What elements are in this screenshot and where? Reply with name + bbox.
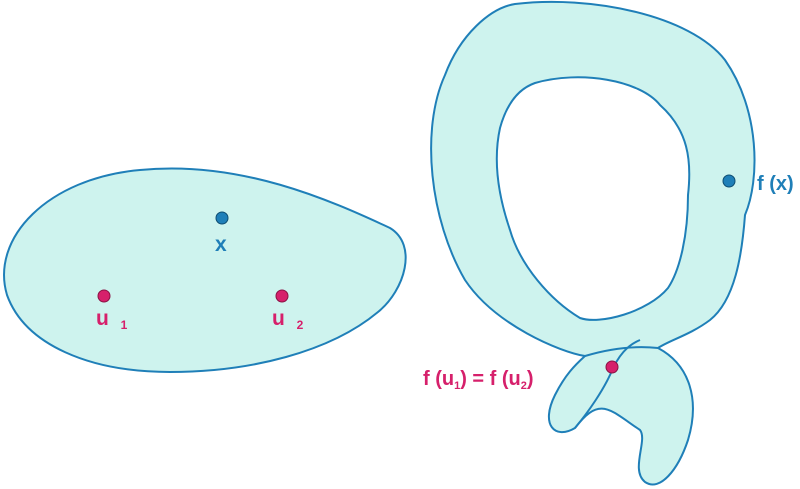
ribbon-crossing-strand-a xyxy=(584,346,659,357)
point-fu-sub1: 1 xyxy=(454,380,460,392)
point-fu-prefix: f (u xyxy=(423,368,454,390)
ribbon-crossing-strand-b xyxy=(574,339,641,429)
point-u1-sub: 1 xyxy=(121,318,128,332)
point-x-label: x xyxy=(215,233,227,256)
image-region xyxy=(430,0,756,486)
domain-region xyxy=(3,167,407,374)
point-fu-middle: ) = f (u xyxy=(460,368,521,390)
point-fu xyxy=(605,360,619,374)
point-fu-sub2: 2 xyxy=(521,380,527,392)
point-fu-suffix: ) xyxy=(527,368,534,390)
point-u1-base: u xyxy=(96,307,109,330)
point-u1-label: u 1 xyxy=(96,307,128,332)
point-fx-label: f (x) xyxy=(757,173,794,195)
point-u2-label: u 2 xyxy=(272,307,304,332)
point-u1 xyxy=(97,289,111,303)
point-fu-label: f (u1) = f (u2) xyxy=(423,368,534,392)
point-fx xyxy=(722,174,736,188)
point-u2 xyxy=(275,289,289,303)
point-x xyxy=(215,211,229,225)
point-u2-base: u xyxy=(272,307,285,330)
point-u2-sub: 2 xyxy=(297,318,304,332)
